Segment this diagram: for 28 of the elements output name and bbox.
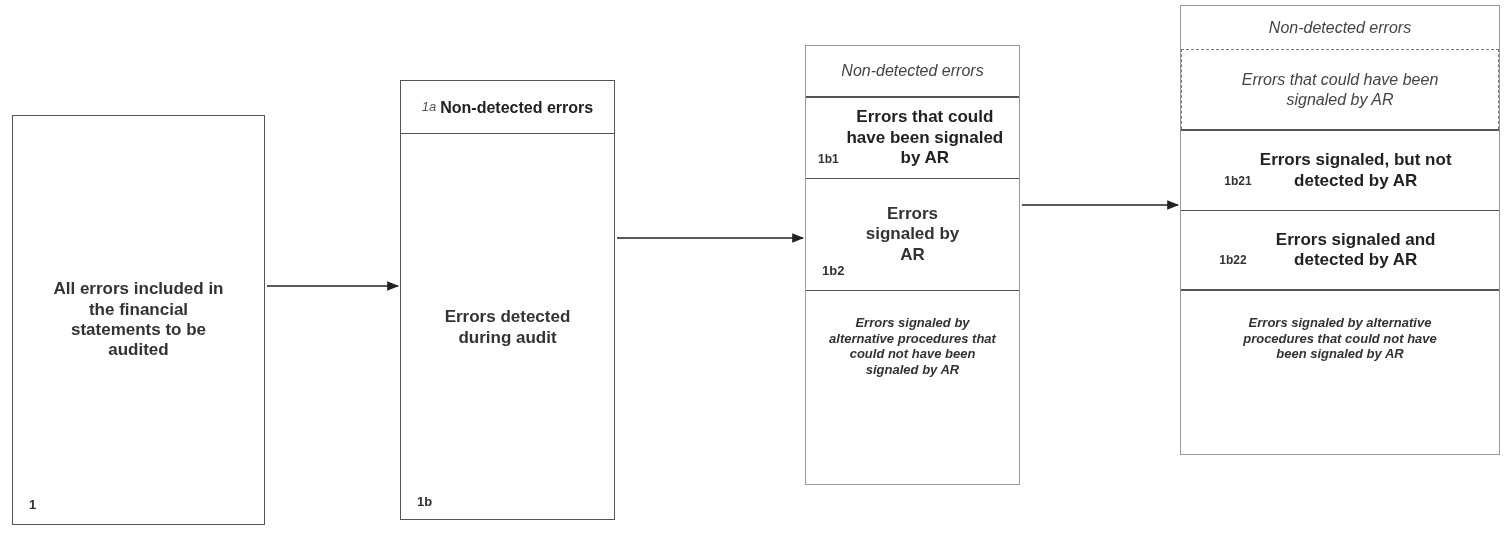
section-number: 1a [421, 97, 437, 116]
section-number: 1b21 [1224, 172, 1252, 190]
section-text: Errors signaled by alternative procedures that could not have been signaled by AR [828, 315, 998, 378]
section-text: Errors signaled by AR [864, 203, 961, 266]
section-number: 1b22 [1219, 252, 1247, 270]
column-box [12, 115, 265, 525]
section-text: Errors that could have been signaled by AR [1240, 70, 1440, 109]
section-box [806, 96, 1019, 179]
section-text: Errors that could have been signaled by AR [845, 107, 1005, 169]
section-text: Non-detected errors [841, 61, 984, 81]
section-text: All errors included in the financial statements to be audited [52, 279, 225, 361]
arrow [266, 281, 400, 291]
section-text: Errors signaled, but not detected by AR [1258, 150, 1453, 191]
section-number: 1b2 [822, 261, 845, 280]
arrow [1021, 200, 1180, 210]
section-number: 1 [29, 495, 37, 514]
section-text: Non-detected errors [1268, 17, 1412, 38]
column-box [1180, 5, 1500, 455]
arrow [616, 233, 805, 243]
section-box [1181, 49, 1499, 129]
section-box [1181, 129, 1499, 211]
column-box [805, 45, 1020, 485]
section-text: Non-detected errors [440, 98, 594, 118]
section-text: Errors signaled and detected by AR [1274, 229, 1437, 271]
section-number: 1b [417, 492, 433, 511]
section-text: Errors detected during audit [443, 307, 572, 348]
section-text: Errors signaled by alternative procedures that could not have been signaled by AR [1242, 315, 1438, 362]
section-number: 1b1 [818, 150, 839, 168]
